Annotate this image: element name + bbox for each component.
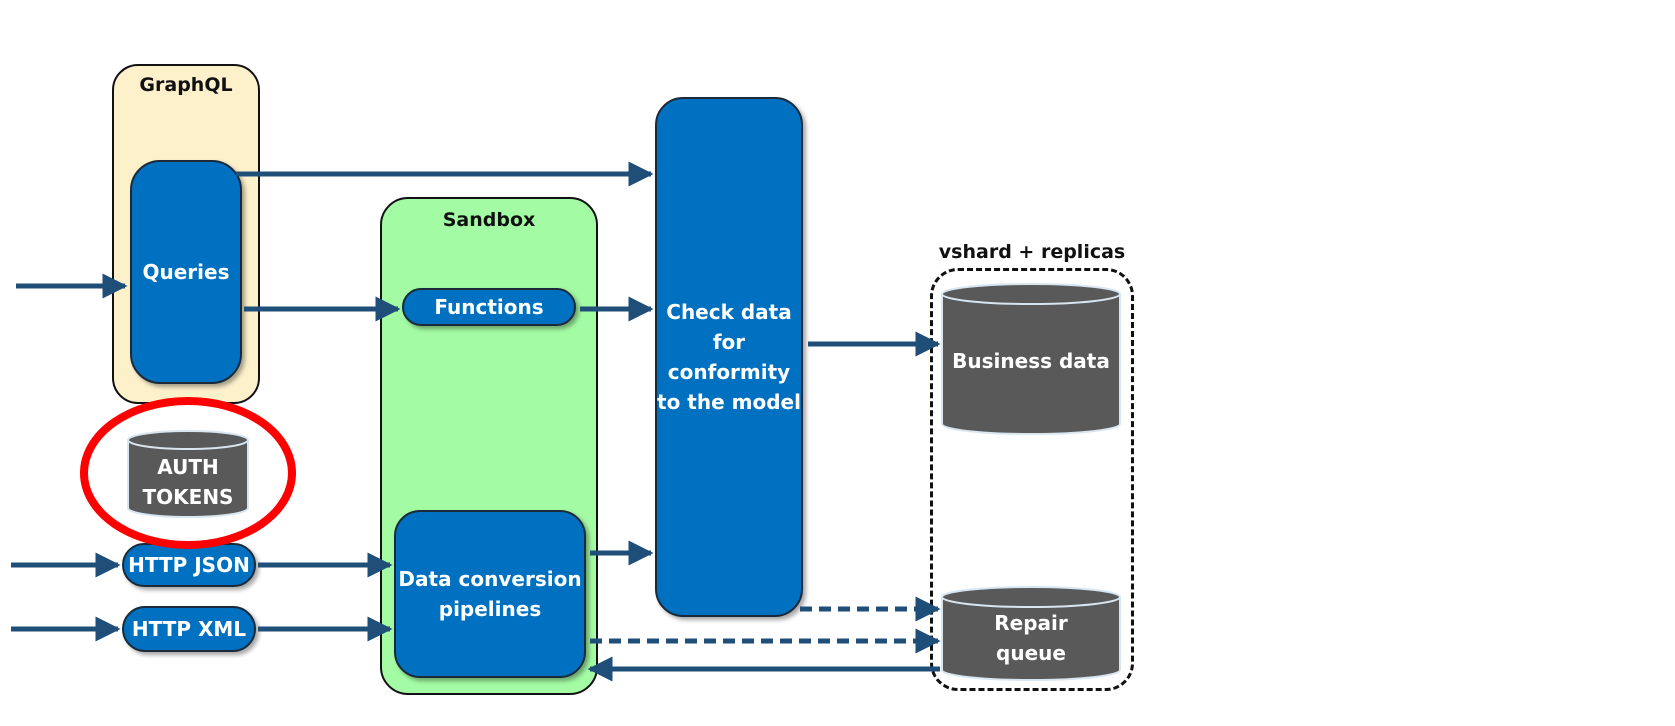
business-data-label: Business data [952, 349, 1110, 373]
auth-tokens-box: AUTH TOKENS [128, 452, 248, 516]
pipelines-node: Data conversion pipelines [394, 510, 586, 678]
functions-node: Functions [402, 288, 576, 326]
check-node: Check data for conformity to the model [655, 97, 803, 617]
repair-queue-box: Repair queue [942, 606, 1120, 670]
highlight-ring [80, 397, 296, 549]
auth-tokens-cylinder [127, 430, 249, 518]
business-data-box: Business data [942, 340, 1120, 384]
auth-tokens-label: AUTH TOKENS [142, 455, 234, 509]
storage-label: vshard + replicas [938, 241, 1126, 263]
storage-group [930, 268, 1134, 691]
repair-queue-cylinder [941, 586, 1121, 681]
business-data-cylinder [941, 283, 1121, 435]
graphql-label: GraphQL [139, 74, 233, 96]
queries-node: Queries [130, 160, 242, 384]
http-xml-node: HTTP XML [122, 606, 256, 652]
sandbox-label: Sandbox [442, 209, 536, 231]
repair-queue-label: Repair queue [994, 611, 1068, 665]
